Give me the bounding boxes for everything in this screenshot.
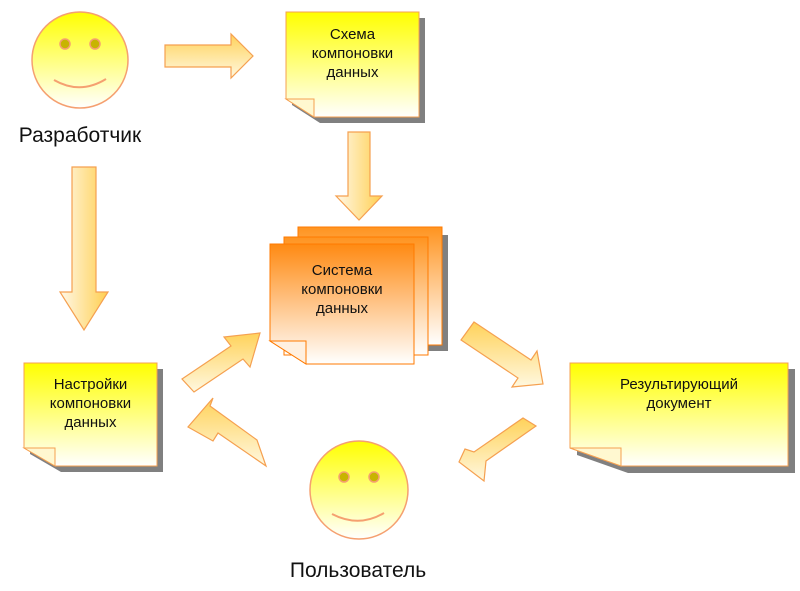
user-label: Пользователь [289,559,427,582]
developer-smiley-icon [31,11,129,109]
arrow-result-to-user [458,417,538,483]
user-smiley-icon [309,440,409,540]
schema-note-line: данных [326,63,379,81]
settings-note-shape [22,362,163,472]
result-note: Результирующий документ [570,376,788,414]
arrow-settings-to-system [181,332,261,393]
arrow-developer-to-settings [58,166,110,332]
schema-note-line: Схема [329,26,376,43]
system-note-line: компоновки [301,280,383,298]
schema-note-line: компоновки [311,44,394,62]
result-note-line: документ [646,394,712,412]
schema-note: Схема компоновки данных [286,26,419,82]
settings-note-line: данных [64,413,117,431]
arrow-schema-to-system [334,131,384,221]
system-note-line: Система [311,262,373,279]
result-note-line: Результирующий [620,376,738,393]
system-note-stack-shape [268,226,448,365]
system-note-line: данных [316,299,368,317]
arrow-user-to-settings [187,397,268,468]
schema-note-shape [284,11,425,123]
result-note-shape [569,362,795,473]
system-note: Система компоновки данных [270,262,414,318]
settings-note-line: Настройки [53,376,128,393]
arrow-developer-to-schema [164,32,254,80]
settings-note-line: компоновки [49,394,132,412]
developer-label: Разработчик [18,124,142,147]
arrow-system-to-result [460,321,544,388]
settings-note: Настройки компоновки данных [24,376,157,432]
